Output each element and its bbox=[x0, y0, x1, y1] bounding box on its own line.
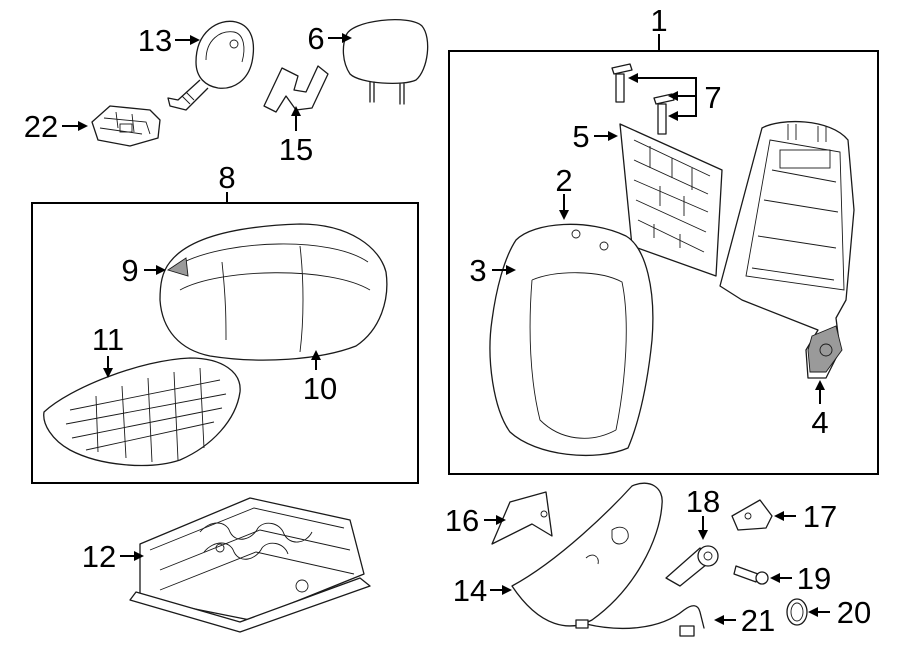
part-22-bracket bbox=[91, 105, 161, 147]
callout-5: 5 bbox=[572, 119, 589, 154]
cushion-group-box bbox=[31, 202, 419, 484]
callout-12: 12 bbox=[82, 539, 116, 574]
part-6-headrest bbox=[342, 19, 429, 105]
part-4-seatback-frame bbox=[719, 120, 855, 379]
part-17-cap bbox=[731, 499, 773, 531]
callout-10: 10 bbox=[303, 371, 337, 406]
part-12-seat-track bbox=[129, 497, 371, 633]
callout-1: 1 bbox=[650, 3, 667, 38]
callout-21: 21 bbox=[741, 603, 775, 638]
callout-3: 3 bbox=[469, 253, 486, 288]
part-11-heater-pad bbox=[43, 357, 241, 467]
part-5-back-panel bbox=[619, 123, 723, 277]
part-18-handle bbox=[665, 545, 719, 587]
part-16-trim bbox=[491, 491, 553, 545]
callout-8: 8 bbox=[218, 160, 235, 195]
callout-16: 16 bbox=[445, 503, 479, 538]
callout-15: 15 bbox=[279, 132, 313, 167]
callout-22: 22 bbox=[24, 109, 58, 144]
callout-9: 9 bbox=[121, 253, 138, 288]
callout-19: 19 bbox=[797, 561, 831, 596]
callout-4: 4 bbox=[811, 405, 828, 440]
callout-17: 17 bbox=[803, 499, 837, 534]
part-15-guide-trim bbox=[263, 65, 329, 113]
part-10-seat-cushion bbox=[159, 223, 388, 361]
part-21-harness bbox=[575, 605, 705, 637]
callout-20: 20 bbox=[837, 595, 871, 630]
part-20-ring bbox=[786, 598, 808, 626]
callout-18: 18 bbox=[686, 484, 720, 519]
callout-14: 14 bbox=[453, 573, 487, 608]
seatback-group-box bbox=[448, 50, 879, 475]
callout-6: 6 bbox=[307, 21, 324, 56]
callout-13: 13 bbox=[138, 23, 172, 58]
callout-2: 2 bbox=[555, 163, 572, 198]
part-13-guide-housing bbox=[167, 20, 255, 111]
part-19-screw bbox=[733, 565, 769, 585]
callout-11: 11 bbox=[92, 322, 124, 357]
callout-7: 7 bbox=[704, 80, 721, 115]
part-7-bolts bbox=[611, 63, 675, 135]
part-2-seatback-cover bbox=[489, 223, 654, 457]
part-14-side-shield bbox=[511, 482, 663, 627]
